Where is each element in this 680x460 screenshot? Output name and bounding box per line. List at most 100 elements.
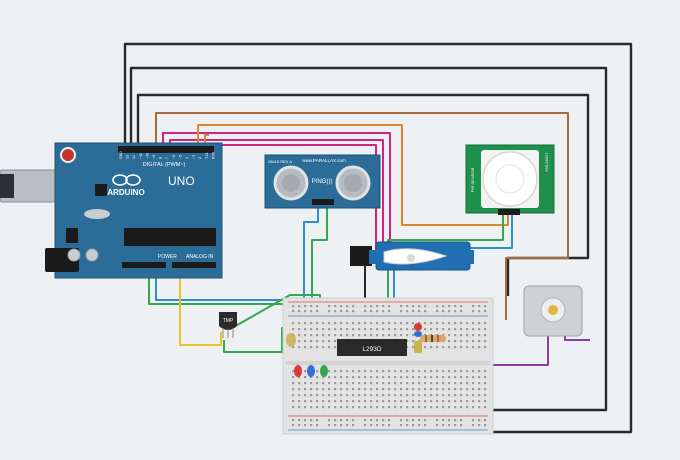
breadboard-hole [406, 370, 409, 373]
breadboard-hole [394, 394, 397, 397]
breadboard-hole [484, 419, 487, 422]
breadboard-hole [304, 334, 307, 337]
breadboard-hole [466, 334, 469, 337]
breadboard-hole [406, 340, 409, 343]
breadboard-hole [454, 310, 457, 313]
breadboard-body [282, 297, 494, 435]
breadboard-hole [340, 419, 343, 422]
breadboard-hole [472, 370, 475, 373]
breadboard-hole [400, 382, 403, 385]
breadboard-hole [334, 370, 337, 373]
wire-motor-purple-2 [564, 336, 590, 341]
breadboard-hole [358, 388, 361, 391]
breadboard-hole [460, 406, 463, 409]
breadboard-hole [340, 305, 343, 308]
breadboard-hole [310, 305, 313, 308]
breadboard-hole [370, 305, 373, 308]
breadboard-hole [292, 406, 295, 409]
breadboard-hole [418, 388, 421, 391]
wire-analog-yellow [179, 268, 222, 346]
ping-label: PING))) [312, 179, 333, 185]
breadboard-hole [460, 424, 463, 427]
arduino-brand: ARDUINO [107, 188, 144, 197]
breadboard-hole [364, 376, 367, 379]
breadboard-hole [292, 310, 295, 313]
breadboard-hole [484, 305, 487, 308]
breadboard-hole [322, 400, 325, 403]
breadboard-hole [406, 328, 409, 331]
breadboard-hole [328, 340, 331, 343]
breadboard-hole [328, 370, 331, 373]
power-pin-header [122, 262, 166, 268]
breadboard-hole [334, 305, 337, 308]
breadboard-hole [400, 424, 403, 427]
breadboard-hole [388, 322, 391, 325]
breadboard-hole [382, 424, 385, 427]
breadboard-hole [328, 419, 331, 422]
breadboard-hole [442, 376, 445, 379]
breadboard-hole [370, 400, 373, 403]
breadboard-hole [322, 340, 325, 343]
breadboard-hole [454, 322, 457, 325]
breadboard-hole [304, 340, 307, 343]
breadboard-hole [424, 394, 427, 397]
breadboard-hole [412, 419, 415, 422]
breadboard-hole [370, 388, 373, 391]
dc-motor-shaft [548, 305, 558, 315]
breadboard-hole [478, 370, 481, 373]
breadboard-hole [412, 394, 415, 397]
breadboard-hole [394, 334, 397, 337]
pir-sensor: PIR SENSOR 555-28027 [465, 144, 555, 215]
pir-dome [482, 151, 538, 207]
breadboard-hole [394, 370, 397, 373]
breadboard-hole [370, 382, 373, 385]
breadboard-hole [406, 419, 409, 422]
breadboard-hole [430, 382, 433, 385]
breadboard-hole [388, 370, 391, 373]
breadboard-hole [310, 328, 313, 331]
breadboard-hole [418, 406, 421, 409]
led-green [320, 365, 328, 377]
breadboard-hole [376, 400, 379, 403]
breadboard-hole [322, 328, 325, 331]
breadboard-hole [382, 406, 385, 409]
tmp-label: TMP [223, 318, 234, 324]
breadboard-hole [436, 394, 439, 397]
pin-label: ~10 [145, 153, 149, 159]
breadboard-hole [376, 328, 379, 331]
breadboard-hole [484, 406, 487, 409]
breadboard-hole [466, 394, 469, 397]
breadboard-hole [484, 310, 487, 313]
breadboard-hole [472, 376, 475, 379]
breadboard-hole [376, 388, 379, 391]
breadboard-hole [448, 382, 451, 385]
breadboard-hole [358, 334, 361, 337]
breadboard-hole [382, 328, 385, 331]
breadboard-hole [292, 346, 295, 349]
breadboard-hole [460, 370, 463, 373]
breadboard-hole [364, 400, 367, 403]
breadboard-hole [310, 394, 313, 397]
breadboard-hole [406, 305, 409, 308]
breadboard-hole [406, 406, 409, 409]
reset-button[interactable] [60, 147, 76, 163]
breadboard-hole [310, 406, 313, 409]
breadboard-hole [334, 376, 337, 379]
breadboard-hole [430, 322, 433, 325]
arduino-board: DIGITAL (PWM~) ARDUINO UNO POWER ANALOG … [0, 142, 223, 279]
breadboard-hole [364, 419, 367, 422]
breadboard-hole [466, 376, 469, 379]
breadboard-hole [304, 310, 307, 313]
breadboard-hole [424, 328, 427, 331]
breadboard-hole [460, 382, 463, 385]
breadboard-hole [454, 388, 457, 391]
breadboard-hole [436, 388, 439, 391]
breadboard-hole [352, 424, 355, 427]
breadboard-hole [298, 322, 301, 325]
breadboard-hole [328, 382, 331, 385]
breadboard-hole [358, 328, 361, 331]
breadboard-hole [334, 334, 337, 337]
breadboard-hole [472, 328, 475, 331]
breadboard-hole [406, 310, 409, 313]
breadboard-hole [298, 328, 301, 331]
